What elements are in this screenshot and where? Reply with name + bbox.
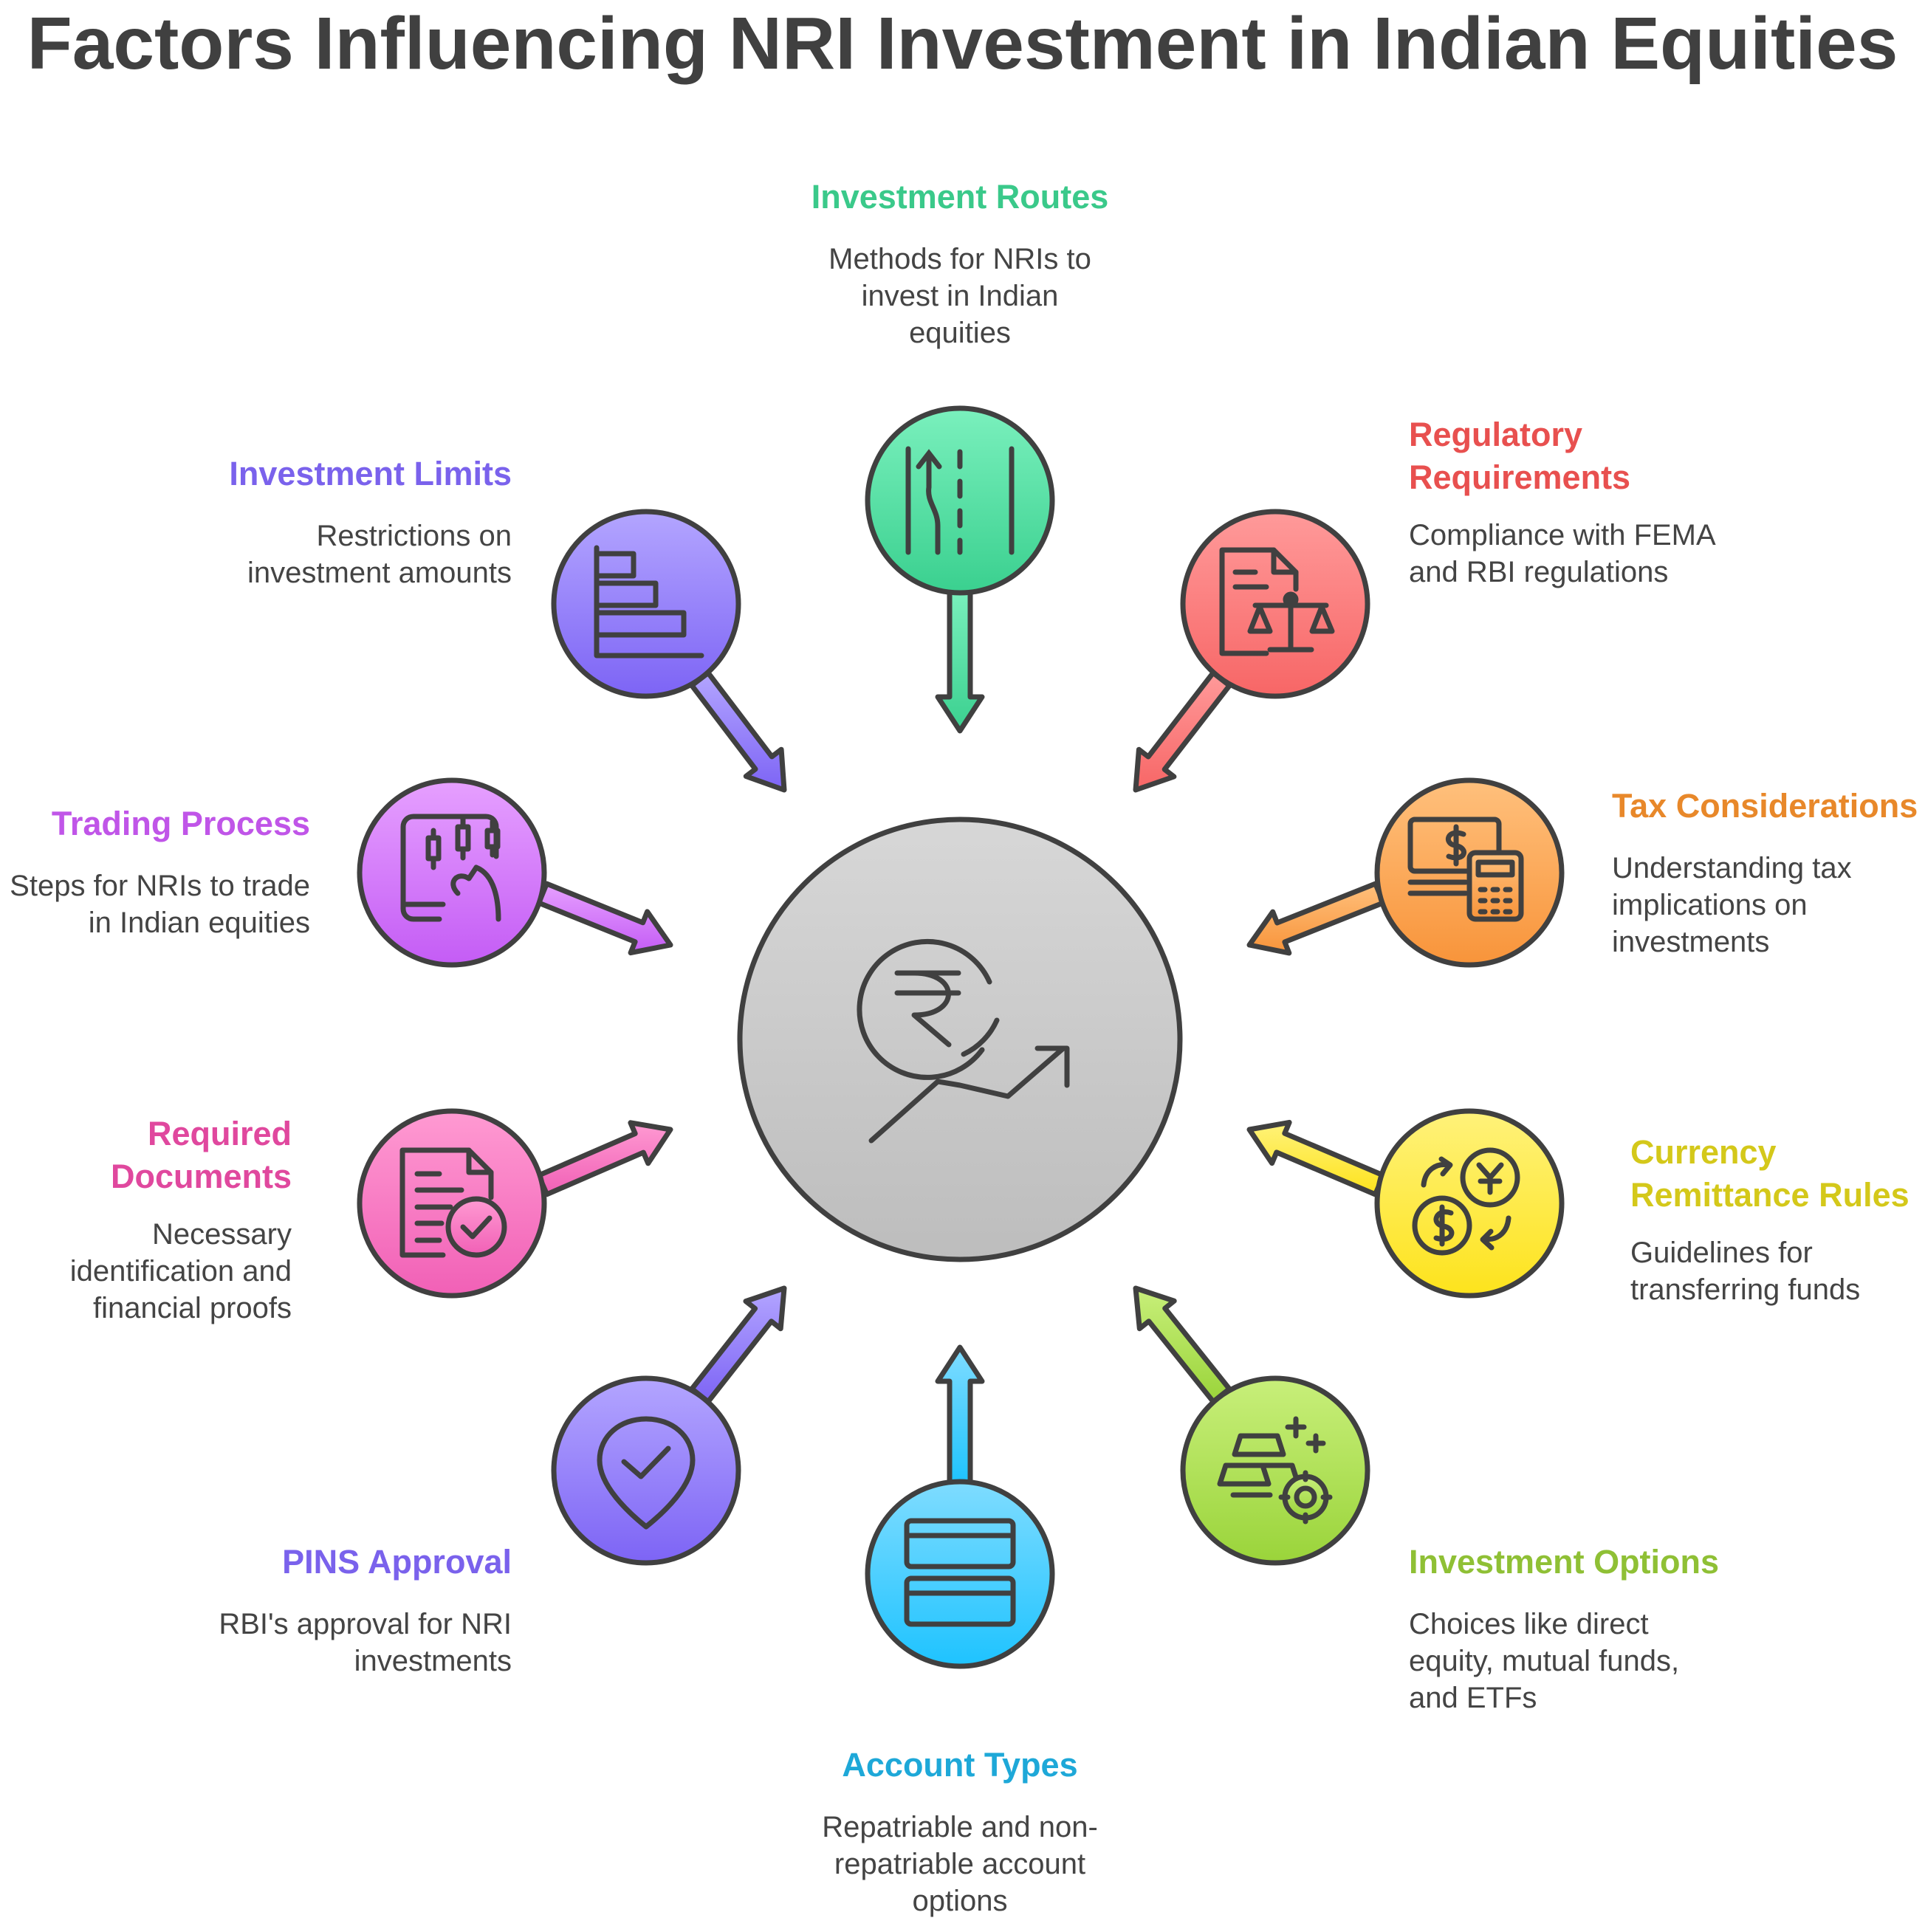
heading-pins-approval: PINS Approval bbox=[282, 1543, 512, 1581]
currency-exchange-icon bbox=[1412, 1147, 1520, 1256]
node-tax-considerations bbox=[1374, 777, 1565, 968]
money-calculator-icon bbox=[1407, 817, 1524, 922]
node-investment-limits bbox=[551, 509, 741, 699]
heading-trading-process: Trading Process bbox=[51, 805, 310, 842]
arrow-trading bbox=[536, 881, 673, 956]
arrow-layer bbox=[535, 588, 1386, 1487]
arrow-routes bbox=[935, 588, 985, 734]
page-title: Factors Influencing NRI Investment in In… bbox=[27, 2, 1898, 85]
heading-investment-options: Investment Options bbox=[1409, 1543, 1720, 1581]
arrow-accounts bbox=[935, 1344, 985, 1487]
arrow-options bbox=[1133, 1285, 1232, 1405]
arrow-pins bbox=[689, 1285, 787, 1405]
bar-chart-icon bbox=[594, 545, 704, 659]
node-account-types bbox=[865, 1479, 1055, 1669]
node-regulatory-requirements bbox=[1180, 509, 1370, 699]
mobile-candlestick-icon bbox=[400, 814, 501, 922]
arrow-documents bbox=[535, 1120, 673, 1197]
heading-account-types: Account Types bbox=[842, 1746, 1078, 1784]
label-account-types: Account Types Repatriable and non-repatr… bbox=[761, 1744, 1159, 1919]
node-required-documents bbox=[357, 1108, 547, 1299]
node-pins-approval bbox=[551, 1375, 741, 1566]
rupee-growth-icon bbox=[857, 938, 1070, 1144]
factor-nodes bbox=[357, 405, 1565, 1669]
node-trading-process bbox=[357, 777, 547, 968]
cards-icon bbox=[904, 1518, 1016, 1627]
node-investment-options bbox=[1180, 1375, 1370, 1566]
heading-tax-considerations: Tax Considerations bbox=[1612, 787, 1918, 825]
arrow-limits bbox=[689, 670, 787, 793]
arrow-regulatory bbox=[1133, 670, 1232, 793]
shield-check-icon bbox=[597, 1416, 696, 1530]
gold-bars-chip-icon bbox=[1217, 1416, 1333, 1524]
road-route-icon bbox=[905, 446, 1015, 555]
node-investment-routes bbox=[865, 405, 1055, 596]
arrow-tax bbox=[1246, 881, 1386, 956]
document-check-icon bbox=[399, 1147, 507, 1258]
center-hub bbox=[737, 817, 1183, 1262]
document-scale-icon bbox=[1219, 547, 1335, 656]
heading-investment-limits: Investment Limits bbox=[229, 455, 512, 492]
node-currency-remittance bbox=[1374, 1108, 1565, 1299]
heading-investment-routes: Investment Routes bbox=[811, 178, 1109, 216]
arrow-currency bbox=[1246, 1119, 1386, 1197]
